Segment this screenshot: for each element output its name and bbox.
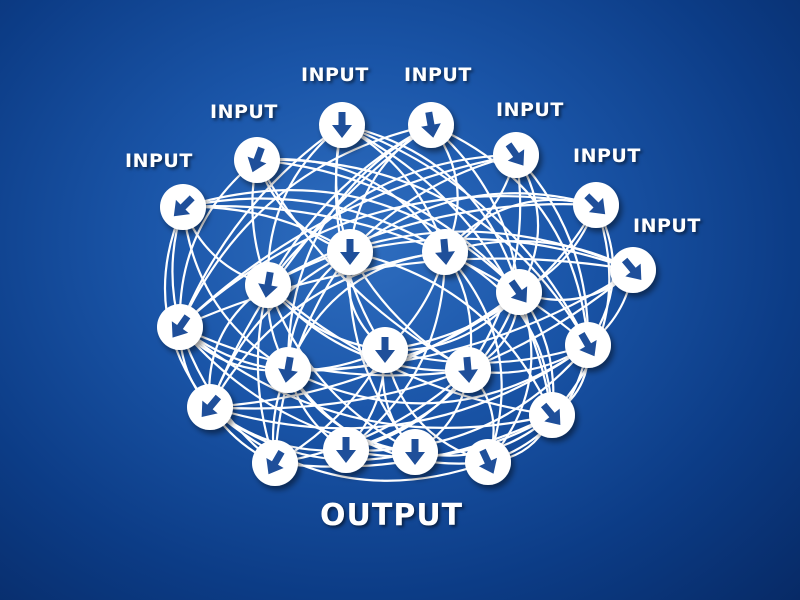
connection-line <box>181 205 290 372</box>
down-arrow-icon <box>505 142 525 166</box>
network-node <box>252 440 298 486</box>
connection-line <box>178 325 417 454</box>
network-node <box>327 229 373 275</box>
network-node <box>573 182 619 228</box>
input-label-2: INPUT <box>210 101 278 123</box>
connection-line <box>429 123 590 347</box>
network-node <box>234 137 280 183</box>
connection-line <box>208 268 635 410</box>
connection-line <box>178 153 518 329</box>
nodes <box>157 102 656 486</box>
connection-line <box>348 153 518 254</box>
input-label-7: INPUT <box>633 215 701 237</box>
down-arrow-icon <box>540 402 561 425</box>
network-node <box>265 347 311 393</box>
connection-line <box>266 283 417 454</box>
connection-line <box>348 250 554 417</box>
down-arrow-icon <box>458 356 478 383</box>
down-arrow-icon <box>266 449 285 475</box>
connection-line <box>181 205 590 347</box>
network-node <box>496 269 542 315</box>
connection-line <box>466 153 522 372</box>
down-arrow-icon <box>336 437 356 463</box>
connection-line <box>178 158 259 329</box>
connection-line <box>340 123 554 417</box>
connection-line <box>486 290 533 464</box>
connection-line <box>266 203 598 287</box>
connection-line <box>178 123 433 329</box>
down-arrow-icon <box>584 193 606 215</box>
connection-line <box>344 413 554 458</box>
connection-line <box>286 368 490 465</box>
connection-line <box>443 250 554 417</box>
network-node <box>493 132 539 178</box>
down-arrow-icon <box>278 356 298 383</box>
down-arrow-icon <box>173 195 195 217</box>
down-arrow-icon <box>375 337 395 363</box>
network-node <box>362 327 408 373</box>
down-arrow-icon <box>340 239 360 265</box>
output-label: OUTPUT <box>320 498 464 533</box>
down-arrow-icon <box>247 146 267 173</box>
network-node <box>323 427 369 473</box>
down-arrow-icon <box>258 271 278 298</box>
connection-line <box>344 250 447 452</box>
down-arrow-icon <box>478 448 498 474</box>
network-node <box>187 384 233 430</box>
input-label-5: INPUT <box>496 99 564 121</box>
network-node <box>465 439 511 485</box>
down-arrow-icon <box>435 238 455 265</box>
down-arrow-icon <box>332 112 352 138</box>
network-node <box>319 102 365 148</box>
connection-line <box>266 283 554 417</box>
connection-line <box>340 123 590 347</box>
connection-line <box>550 203 611 417</box>
network-node <box>408 102 454 148</box>
connection-line <box>178 325 470 377</box>
connection-line <box>208 405 417 462</box>
connection-line <box>286 123 433 372</box>
network-node <box>422 229 468 275</box>
down-arrow-icon <box>171 314 191 338</box>
input-label-1: INPUT <box>125 150 193 172</box>
network-node <box>445 347 491 393</box>
down-arrow-icon <box>405 439 425 465</box>
connection-line <box>266 153 518 287</box>
connection-line <box>178 123 344 329</box>
input-label-3: INPUT <box>301 64 369 86</box>
connection-line <box>208 250 447 409</box>
network-node <box>565 322 611 368</box>
connection-line <box>255 158 521 294</box>
connection-line <box>178 195 598 329</box>
input-label-6: INPUT <box>573 145 641 167</box>
network-node <box>160 184 206 230</box>
connection-line <box>178 325 554 429</box>
down-arrow-icon <box>621 257 642 280</box>
down-arrow-icon <box>578 331 597 357</box>
down-arrow-icon <box>201 394 222 417</box>
network-node <box>529 392 575 438</box>
network-node <box>245 262 291 308</box>
connection-line <box>344 290 521 452</box>
connection-line <box>429 123 521 294</box>
network-node <box>157 304 203 350</box>
connection-line <box>348 237 635 272</box>
connection-line <box>443 250 503 464</box>
connection-line <box>266 283 470 372</box>
connection-line <box>208 250 352 409</box>
network-node <box>610 247 656 293</box>
connection-line <box>208 405 490 482</box>
connection-line <box>178 257 635 329</box>
network-node <box>392 429 438 475</box>
down-arrow-icon <box>421 111 441 138</box>
down-arrow-icon <box>508 279 528 303</box>
connection-line <box>273 368 470 465</box>
input-label-4: INPUT <box>404 64 472 86</box>
